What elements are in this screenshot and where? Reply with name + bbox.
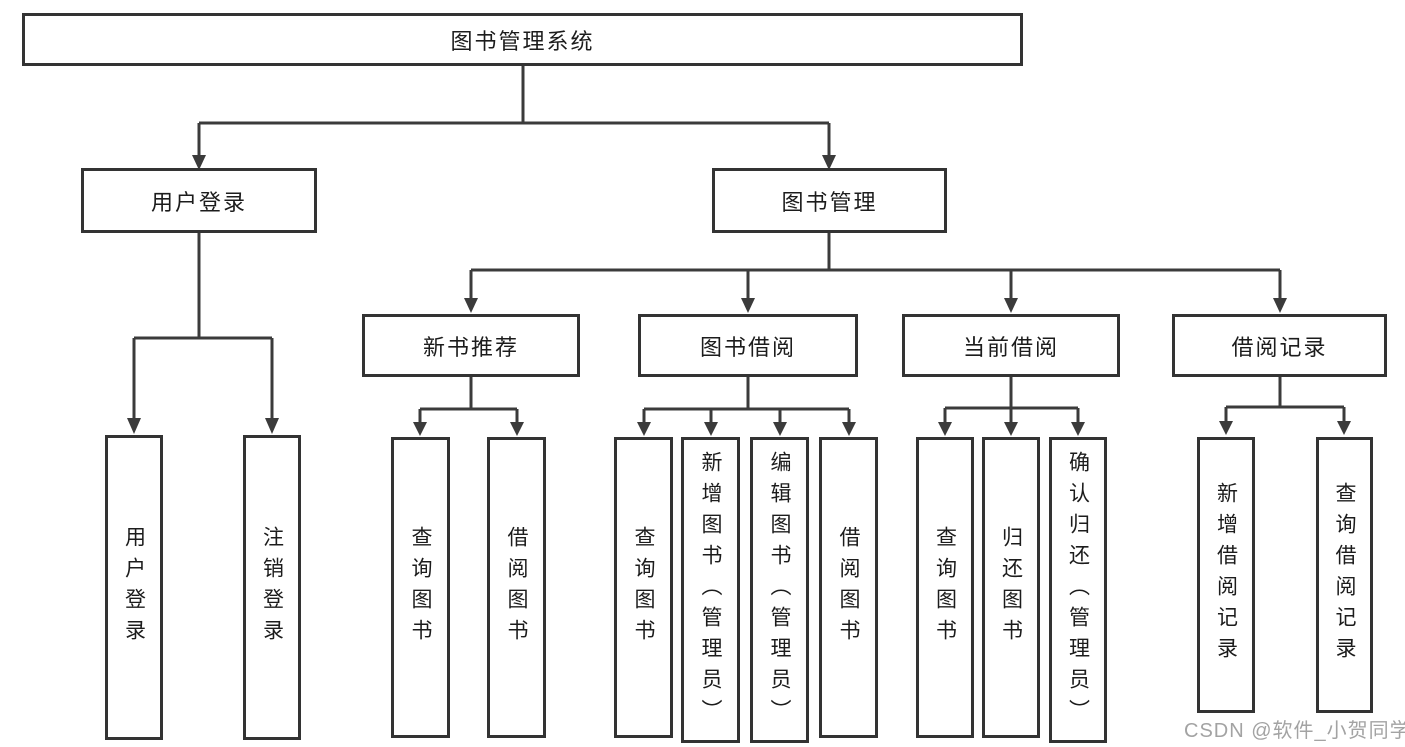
csdn-watermark: CSDN @软件_小贺同学 (1184, 720, 1405, 742)
node-current-borrow: 当前借阅 (902, 314, 1120, 377)
leaf-logout: 注销登录 (243, 435, 301, 740)
node-user-login: 用户登录 (81, 168, 317, 233)
leaf-return-book: 归还图书 (982, 437, 1040, 738)
leaf-query-books-current: 查询图书 (916, 437, 974, 738)
node-new-book-recommend: 新书推荐 (362, 314, 580, 377)
node-book-borrow: 图书借阅 (638, 314, 858, 377)
leaf-borrow-books-recommend: 借阅图书 (487, 437, 546, 738)
leaf-query-books-borrow: 查询图书 (614, 437, 673, 738)
leaf-query-borrow-record: 查询借阅记录 (1316, 437, 1373, 713)
leaf-edit-book-admin: 编辑图书（管理员） (750, 437, 809, 743)
leaf-query-books-recommend: 查询图书 (391, 437, 450, 738)
leaf-borrow-books-borrow: 借阅图书 (819, 437, 878, 738)
node-borrow-records: 借阅记录 (1172, 314, 1387, 377)
leaf-user-login: 用户登录 (105, 435, 163, 740)
node-book-management: 图书管理 (712, 168, 947, 233)
leaf-confirm-return-admin: 确认归还（管理员） (1049, 437, 1107, 743)
leaf-add-borrow-record: 新增借阅记录 (1197, 437, 1255, 713)
leaf-add-book-admin: 新增图书（管理员） (681, 437, 740, 743)
node-root: 图书管理系统 (22, 13, 1023, 66)
